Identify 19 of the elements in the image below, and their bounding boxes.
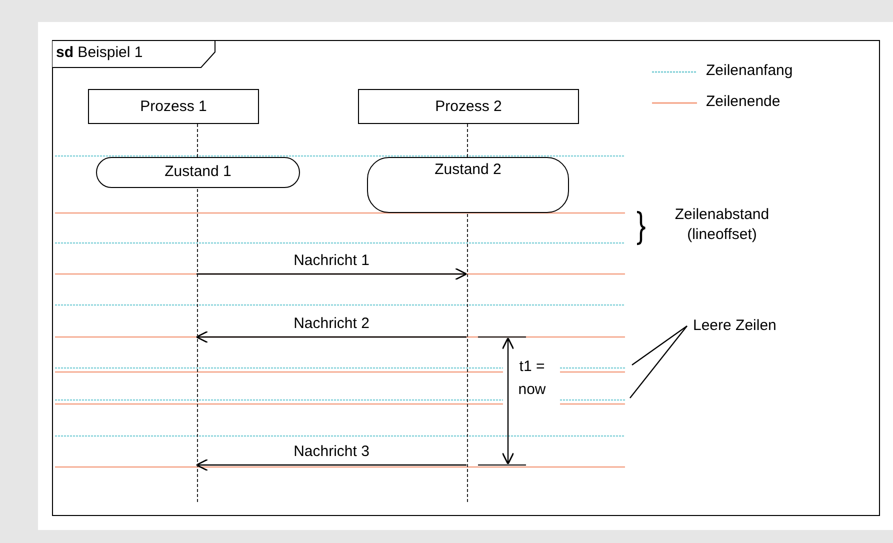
leader-line (630, 326, 688, 398)
annotation-text: Leere Zeilen (693, 317, 776, 334)
annotation-text: Zeilenabstand (lineoffset) (674, 205, 770, 244)
message-arrow (196, 458, 466, 472)
lifeline-head-box (88, 89, 259, 124)
leader-line (632, 326, 688, 366)
state-invariant (96, 157, 300, 188)
legend-label: Zeilenanfang (706, 62, 793, 80)
node-label: Zustand 1 (164, 163, 232, 180)
lifeline-head-box (358, 89, 579, 124)
node-label: Prozess 2 (434, 98, 503, 116)
node-label: Zustand 2 (434, 161, 502, 178)
message-arrow (196, 330, 466, 344)
frame-title: sd Beispiel 1 (56, 44, 143, 62)
node-label: Prozess 1 (139, 98, 208, 116)
legend-label: Zeilenende (706, 93, 780, 110)
state-invariant (367, 157, 569, 213)
message-arrow (196, 268, 468, 280)
sequence-diagram-frame (52, 40, 880, 516)
